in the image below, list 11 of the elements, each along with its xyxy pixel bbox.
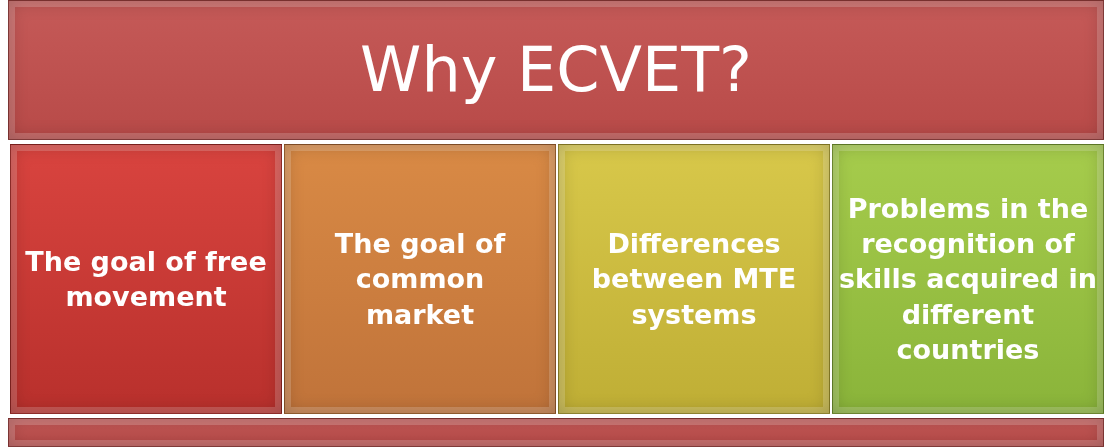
- title-text: Why ECVET?: [359, 31, 753, 108]
- footer-bar: [8, 418, 1104, 447]
- category-box: [10, 144, 282, 414]
- title-banner: [8, 0, 1104, 140]
- box-text: Differences between MTE systems: [590, 227, 798, 332]
- box-text: Problems in the recognition of skills acquired in different countries: [837, 192, 1099, 367]
- category-box: [832, 144, 1104, 414]
- category-box: [284, 144, 556, 414]
- box-text: The goal of common market: [333, 227, 507, 332]
- box-text: The goal of free movement: [24, 244, 268, 314]
- category-box: [558, 144, 830, 414]
